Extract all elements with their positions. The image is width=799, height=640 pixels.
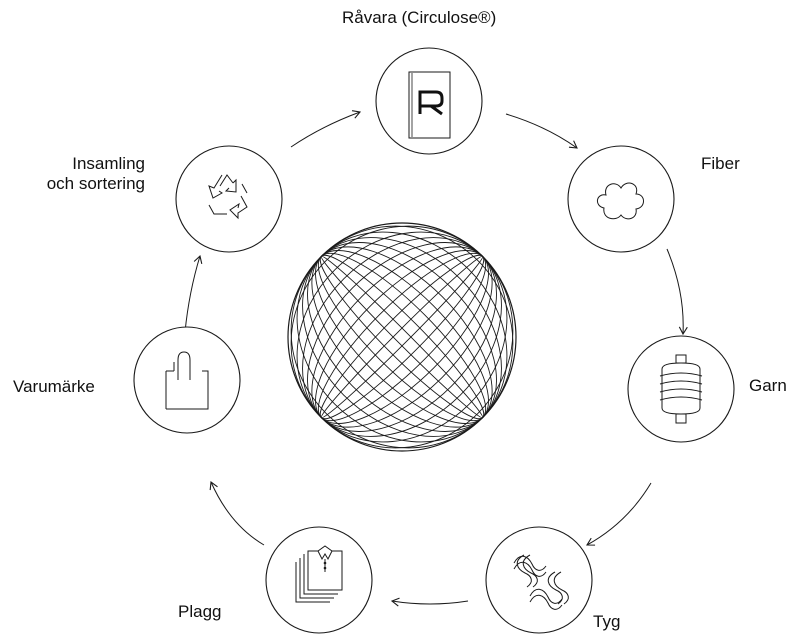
sphere-weave-line (307, 242, 497, 432)
sphere-weave-line (320, 255, 484, 419)
stage-node-brand (133, 326, 241, 434)
shopping-bag-icon (165, 351, 209, 410)
sphere-weave-line (315, 250, 489, 424)
flow-arrows (184, 110, 688, 607)
label-yarn: Garn (749, 376, 787, 395)
label-fiber: Fiber (701, 154, 740, 173)
stage-node-collection (175, 145, 283, 253)
sphere-weave-line (302, 237, 502, 437)
label-collection-line-1: Insamling (72, 154, 145, 173)
circulose-r-icon (408, 71, 451, 139)
sphere-weave-line (319, 254, 485, 420)
sphere-weave-line (290, 225, 514, 449)
label-collection: Insamling och sortering (40, 154, 145, 194)
garment-shirt-icon (295, 545, 343, 603)
sphere-weave-line (320, 255, 484, 419)
stage-node-raw-material (375, 47, 483, 155)
arrow-fabric-to-garment (390, 597, 469, 607)
woven-sphere-graphic (287, 222, 517, 452)
label-brand: Varumärke (13, 377, 95, 396)
label-fabric: Tyg (593, 612, 621, 631)
sphere-weave-line (302, 237, 502, 437)
sphere-weave-line (296, 231, 508, 443)
stage-node-fiber (567, 145, 675, 253)
fabric-weave-icon (513, 554, 569, 610)
arrow-fiber-to-yarn (666, 248, 688, 336)
sphere-weave-line (290, 225, 514, 449)
arrow-yarn-to-fabric (586, 482, 652, 546)
arrow-brand-to-collection (184, 254, 203, 333)
label-raw-material: Råvara (Circulose®) (342, 8, 497, 27)
sphere-weave-line (319, 254, 485, 420)
arrow-collection-to-raw (290, 110, 362, 148)
yarn-spool-icon (659, 354, 703, 424)
recycle-icon (208, 174, 248, 220)
arrow-raw-to-fiber (505, 113, 578, 149)
fiber-cloud-icon (597, 182, 644, 220)
label-garment: Plagg (178, 602, 222, 621)
stage-node-garment (265, 526, 373, 634)
sphere-weave-line (315, 250, 489, 424)
arrow-garment-to-brand (209, 480, 265, 546)
stage-node-fabric (485, 526, 593, 634)
stage-node-yarn (627, 335, 735, 443)
sphere-weave-line (307, 242, 497, 432)
label-collection-line-2: och sortering (46, 174, 145, 193)
